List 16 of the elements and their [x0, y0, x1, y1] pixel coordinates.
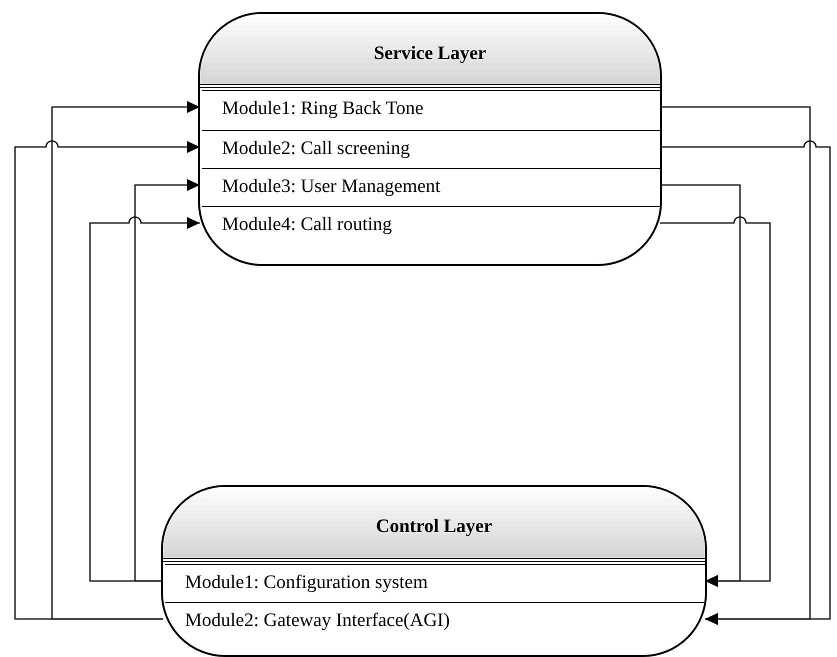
module-label: Module2: Gateway Interface(AGI) [185, 609, 450, 633]
module-label: Module2: Call screening [222, 137, 410, 161]
layer-title: Service Layer [372, 44, 488, 63]
connector-arrow [134, 179, 200, 582]
layer-container [161, 485, 707, 657]
connector-arrow [51, 101, 200, 620]
module-label: Module3: User Management [222, 175, 440, 199]
module-label: Module1: Ring Back Tone [222, 97, 424, 121]
connector-arrow [660, 140, 831, 625]
connector-arrow [89, 216, 200, 582]
module-label: Module1: Configuration system [185, 571, 428, 595]
layer-container [198, 12, 662, 266]
module-label: Module4: Call routing [222, 213, 392, 237]
connector-arrow [660, 216, 771, 587]
layer-title: Control Layer [374, 517, 494, 536]
connector-arrow [14, 140, 200, 620]
